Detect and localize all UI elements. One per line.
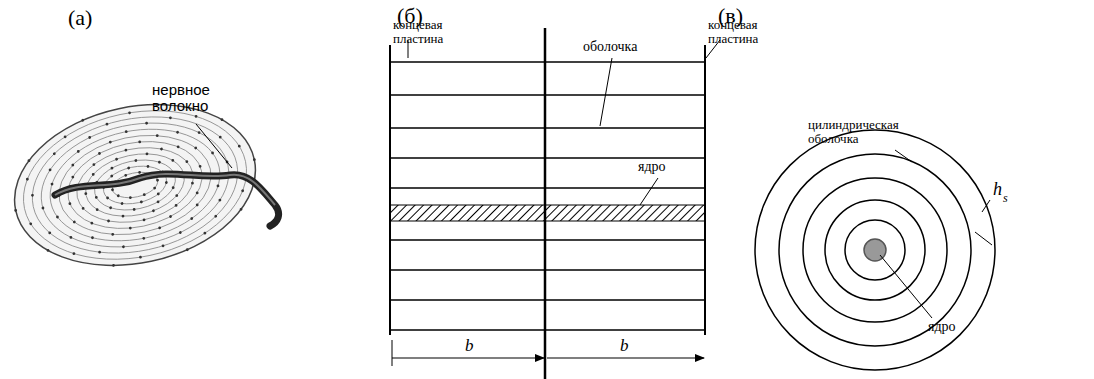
layer-model xyxy=(390,28,720,379)
part-label: нервное волокно xyxy=(152,82,232,114)
dimension-label: b xyxy=(620,337,629,355)
part-label: ядро xyxy=(928,320,956,335)
dimension-label: b xyxy=(465,337,474,355)
part-label: концевая пластина xyxy=(708,18,778,45)
corpuscle-drawing xyxy=(0,83,279,286)
part-label: концевая пластина xyxy=(393,18,463,45)
dimension-label: s xyxy=(1003,192,1008,205)
part-label: ядро xyxy=(638,160,666,175)
part-label: цилиндрическая оболочка xyxy=(808,118,898,145)
panel-letter: (а) xyxy=(68,6,92,29)
part-label: оболочка xyxy=(583,40,637,55)
dimension-label: h xyxy=(993,180,1002,199)
cylinder-section xyxy=(755,130,995,370)
